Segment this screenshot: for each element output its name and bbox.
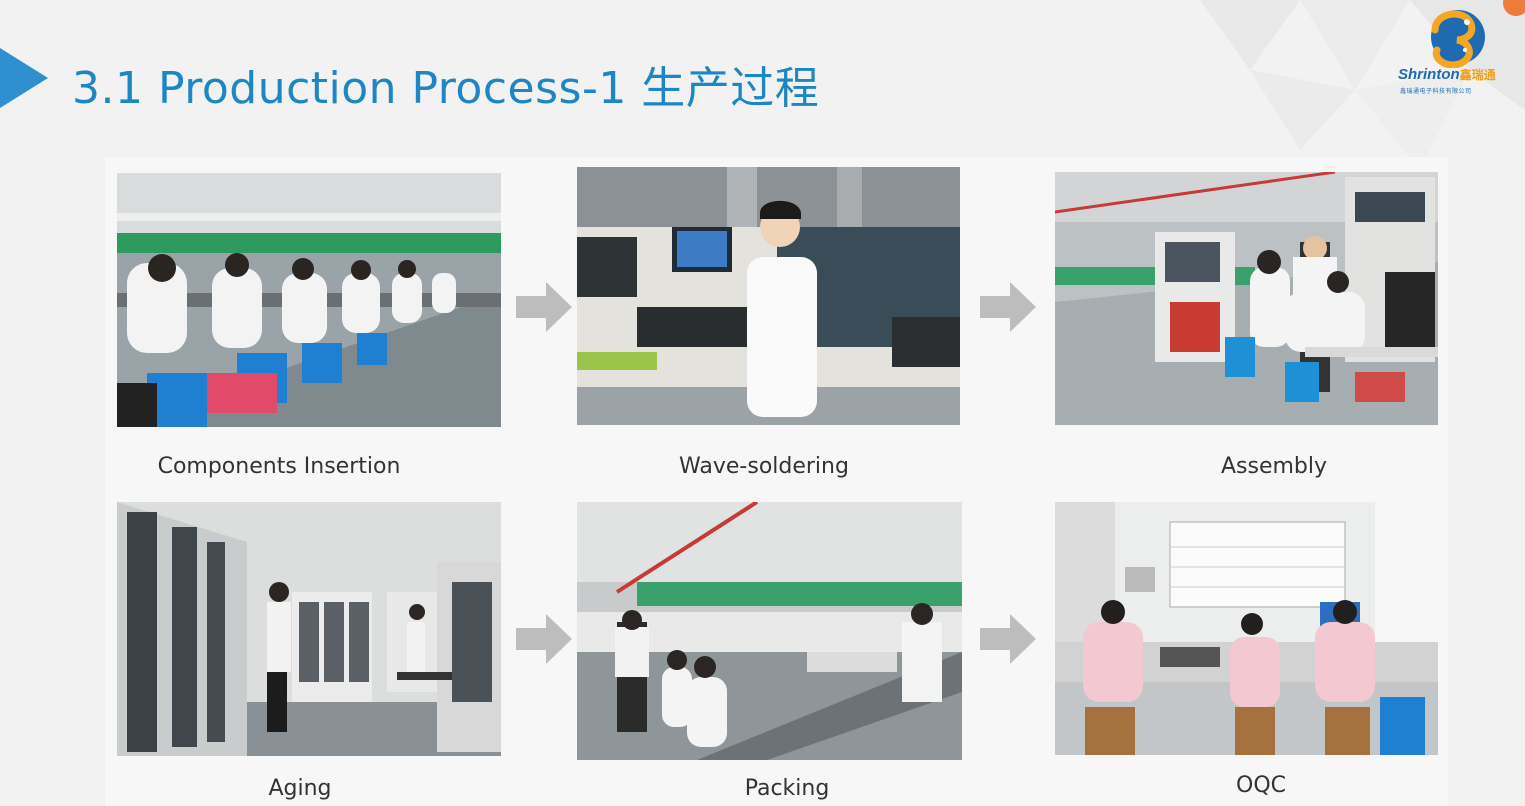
caption-components-insertion: Components Insertion xyxy=(157,454,401,479)
caption-assembly: Assembly xyxy=(1220,454,1328,479)
logo-subtitle: 鑫瑞通电子科技有限公司 xyxy=(1400,89,1472,95)
title-arrow-icon xyxy=(0,48,48,108)
flow-arrow-icon xyxy=(980,282,1036,332)
flow-arrow-icon xyxy=(516,614,572,664)
quality-control-photo xyxy=(1055,502,1438,755)
logo-name-cn: 鑫瑞通 xyxy=(1459,68,1496,82)
page-title: 3.1 Production Process-1 生产过程 xyxy=(72,63,820,114)
aging-cabinets-photo xyxy=(117,502,501,756)
assembly-station-photo xyxy=(1055,172,1438,425)
assembly-line-photo xyxy=(117,173,501,427)
caption-packing: Packing xyxy=(744,776,830,801)
flow-arrow-icon xyxy=(980,614,1036,664)
logo-name-en: Shrinton xyxy=(1398,66,1460,83)
company-logo: Shrinton鑫瑞通 鑫瑞通电子科技有限公司 xyxy=(1398,6,1514,95)
logo-name: Shrinton鑫瑞通 xyxy=(1398,66,1514,83)
soldering-machine-photo xyxy=(577,167,960,425)
caption-oqc: OQC xyxy=(1236,773,1286,798)
caption-wave-soldering: Wave-soldering xyxy=(679,454,849,479)
corner-dot xyxy=(1503,0,1525,16)
caption-aging: Aging xyxy=(268,776,332,801)
flow-arrow-icon xyxy=(516,282,572,332)
logo-mark-icon xyxy=(1431,10,1485,68)
packing-line-photo xyxy=(577,502,962,760)
